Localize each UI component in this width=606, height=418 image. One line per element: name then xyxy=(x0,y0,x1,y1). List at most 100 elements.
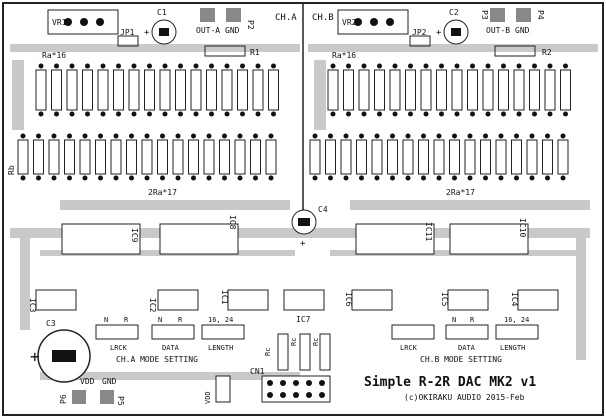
pad xyxy=(178,63,183,69)
r2a-resistor xyxy=(110,139,122,175)
out-b-label: OUT-B xyxy=(486,26,510,35)
pad xyxy=(100,111,106,117)
lrck-jumper-a[interactable] xyxy=(95,324,139,340)
svg-text:Rc: Rc xyxy=(264,348,272,356)
pad xyxy=(255,63,261,69)
copyright: (c)OKIRAKU AUDIO 2015-Feb xyxy=(404,393,525,402)
svg-text:VDD: VDD xyxy=(80,377,95,386)
pad xyxy=(516,111,522,117)
r2a-resistor xyxy=(495,139,507,175)
pad xyxy=(69,111,75,117)
vr1-label: VR1 xyxy=(52,18,67,27)
ic11-label: IC11 xyxy=(424,222,433,241)
pad xyxy=(439,111,444,117)
pad xyxy=(374,133,380,139)
ch-a-mode-jumpers: N R N R 16, 24 LRCK DATA LENGTH CH.A MOD… xyxy=(95,316,245,364)
svg-text:N: N xyxy=(452,316,456,324)
ra-resistor xyxy=(451,69,463,111)
r2a-resistor xyxy=(309,139,321,175)
svg-text:R: R xyxy=(178,316,183,324)
pad xyxy=(545,133,550,139)
r2a-resistor xyxy=(157,139,168,175)
ra-resistor xyxy=(467,69,478,111)
r2a-resistor xyxy=(141,139,153,175)
svg-text:LENGTH: LENGTH xyxy=(208,344,233,352)
out-a-label: OUT-A xyxy=(196,26,220,35)
pad xyxy=(532,63,537,69)
pad xyxy=(206,175,212,181)
svg-text:LENGTH: LENGTH xyxy=(500,344,525,352)
pad xyxy=(563,63,568,69)
pad xyxy=(271,63,276,69)
pad xyxy=(222,175,227,181)
pad xyxy=(162,63,168,69)
pad xyxy=(147,63,152,69)
svg-text:DATA: DATA xyxy=(458,344,476,352)
svg-text:N: N xyxy=(104,316,108,324)
r2a-a-label: 2Ra*17 xyxy=(148,188,177,197)
ic6-label: IC6 xyxy=(344,292,353,307)
connector-pin xyxy=(280,392,286,398)
pad xyxy=(312,133,318,139)
power-section: C3 + VDD GND P6 P5 xyxy=(30,319,125,406)
connector-pin xyxy=(293,392,299,398)
pad xyxy=(36,133,41,139)
r2a-resistor xyxy=(219,139,230,175)
ch-b-mode-jumpers: N R 16, 24 LRCK DATA LENGTH CH.B MODE SE… xyxy=(391,316,539,364)
pad xyxy=(193,111,199,117)
pad xyxy=(454,63,460,69)
pad xyxy=(454,111,460,117)
svg-text:+: + xyxy=(30,347,40,366)
pad xyxy=(501,63,506,69)
length-jumper-b[interactable] xyxy=(495,324,539,340)
r2a-resistor xyxy=(449,139,460,175)
p2-label: P2 xyxy=(246,20,255,30)
pad xyxy=(312,175,318,181)
ra-resistor xyxy=(389,69,401,111)
r2a-resistor xyxy=(203,139,215,175)
pad xyxy=(498,175,504,181)
connector-pin xyxy=(280,380,286,386)
connector-pin xyxy=(306,380,312,386)
data-jumper-a[interactable] xyxy=(151,324,195,340)
pad xyxy=(452,133,457,139)
data-jumper-b[interactable] xyxy=(445,324,489,340)
lrck-jumper-b[interactable] xyxy=(391,324,435,340)
pad xyxy=(36,175,41,181)
svg-text:R: R xyxy=(470,316,475,324)
r2a-resistor xyxy=(172,139,184,175)
r2a-resistor xyxy=(64,139,75,175)
r2a-resistor xyxy=(188,139,199,175)
length-jumper-a[interactable] xyxy=(201,324,245,340)
ra-resistor xyxy=(268,69,279,111)
svg-text:LRCK: LRCK xyxy=(110,344,128,352)
pad xyxy=(51,133,57,139)
ra-resistor xyxy=(82,69,93,111)
r2a-b-label: 2Ra*17 xyxy=(446,188,475,197)
ra-resistor xyxy=(159,69,171,111)
pad xyxy=(501,111,506,117)
jp2-label: JP2 xyxy=(412,28,427,37)
ra-resistor xyxy=(436,69,447,111)
ic9-label: IC9 xyxy=(130,228,139,243)
pad xyxy=(529,133,535,139)
pad xyxy=(529,175,535,181)
ic4-label: IC4 xyxy=(510,292,519,307)
rc-resistors: Rc Rc Rc xyxy=(264,333,331,371)
pad xyxy=(436,175,442,181)
r2a-resistor xyxy=(95,139,106,175)
ra-resistor xyxy=(113,69,124,111)
pad xyxy=(485,63,491,69)
r2a-resistor xyxy=(557,139,569,175)
pad xyxy=(328,133,333,139)
r1-label: R1 xyxy=(250,48,260,57)
ra-resistor xyxy=(97,69,109,111)
pad xyxy=(361,63,367,69)
pad xyxy=(470,111,475,117)
pad xyxy=(129,175,134,181)
pad xyxy=(38,111,44,117)
gnd-b-label: GND xyxy=(515,26,530,35)
ra-resistor xyxy=(513,69,525,111)
pad xyxy=(392,111,398,117)
